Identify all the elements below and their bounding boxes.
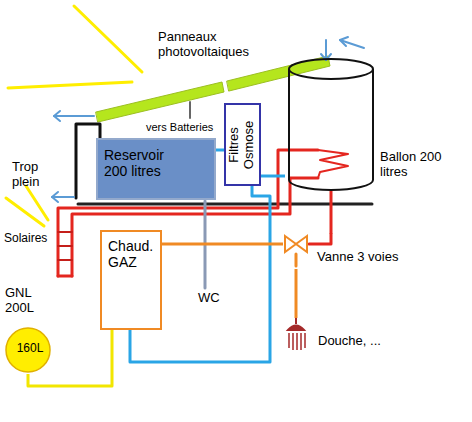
sun-ray [8, 82, 132, 88]
filter-unit: Filtres Osmose [224, 103, 261, 186]
gutter-arrow-head [54, 111, 60, 121]
node-label: Chaud. GAZ [108, 238, 158, 270]
pipe-connector [261, 175, 285, 178]
three-way-valve: Vanne 3 voies [283, 234, 409, 269]
inflow-arrow [325, 40, 327, 60]
solar-collector-rungs [58, 232, 72, 260]
rain-arrow-head [340, 37, 348, 46]
shelf [78, 203, 372, 206]
panel-label: Panneaux photovoltaiques [158, 30, 262, 60]
node-label: Reservoir 200 litres [104, 147, 182, 179]
shower-head [288, 318, 304, 330]
collector-label: Solaires [4, 232, 54, 246]
shower-drops [289, 333, 305, 350]
pipe-connector [330, 191, 333, 234]
node-value: 160L [6, 342, 54, 356]
outlet-label: WC [198, 291, 228, 306]
solar-collector [58, 275, 72, 278]
hot-water-tank-outline [285, 55, 472, 191]
node-label: Ballon 200 litres [380, 150, 468, 180]
gutter-arrow [54, 115, 94, 117]
solar-panel [96, 82, 224, 122]
sun-ray [6, 198, 44, 226]
pipe-connector [162, 243, 283, 246]
cylinder-body [289, 69, 373, 190]
water-tank: Reservoir 200 litres [96, 138, 216, 200]
valve-stub [295, 254, 298, 266]
sun-ray [74, 6, 142, 72]
node-label: Vanne 3 voies [317, 250, 405, 265]
valve-stub [309, 234, 331, 244]
valve-symbol [285, 236, 307, 252]
shower: Douche, ... [284, 318, 396, 354]
gas-boiler: Chaud. GAZ [100, 230, 162, 330]
cylinder [289, 59, 373, 190]
overflow-arrow-head [52, 192, 58, 202]
solar-panel [227, 56, 330, 91]
wire-label: vers Batteries [146, 121, 222, 134]
hot-water-tank: Ballon 200 litres [285, 55, 472, 191]
overflow-label: Trop plein [12, 160, 52, 190]
node-label: GNL 200L [5, 286, 49, 316]
cylinder-top [289, 59, 373, 79]
gas-tank: GNL 200L 160L [2, 286, 58, 374]
node-label: Douche, ... [318, 334, 392, 349]
battery-wire [189, 102, 191, 118]
pipe-connector [295, 269, 298, 318]
node-label: Filtres Osmose [227, 114, 257, 174]
heating-coil [318, 150, 348, 178]
overflow-arrow [52, 196, 74, 198]
pipe-connector [216, 149, 224, 152]
